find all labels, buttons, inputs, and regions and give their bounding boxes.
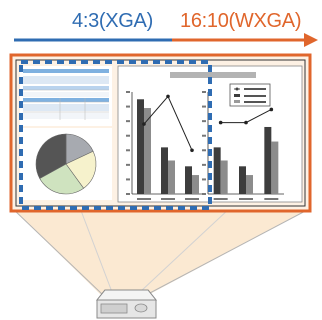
bar-chart-left xyxy=(126,91,204,200)
bar-chart-right xyxy=(202,91,284,200)
y-tick-label xyxy=(126,134,130,137)
pie-slice xyxy=(35,133,67,179)
bar xyxy=(144,108,151,194)
pie-slice xyxy=(39,163,85,195)
x-tick-label xyxy=(213,198,228,200)
y-tick-label xyxy=(202,193,206,195)
y-tick-label xyxy=(126,163,130,166)
y-tick-label xyxy=(202,149,206,152)
line-point xyxy=(142,122,146,126)
pie-slice xyxy=(65,150,97,189)
y-tick-label xyxy=(126,120,130,123)
document-panel xyxy=(20,66,112,126)
beam-edge-inner-right xyxy=(139,207,231,293)
bar xyxy=(185,166,192,194)
wxga-label: 16:10(WXGA) xyxy=(180,10,302,32)
line-point xyxy=(190,148,194,153)
y-tick-label xyxy=(202,134,206,137)
y-tick-label xyxy=(126,105,130,108)
arrow-right-icon xyxy=(304,33,318,47)
y-tick-label xyxy=(202,178,206,181)
y-tick-label xyxy=(202,163,206,166)
y-tick-label xyxy=(202,120,206,123)
bar xyxy=(192,175,199,194)
x-tick-label xyxy=(239,198,253,200)
bar xyxy=(220,160,228,194)
chart-title-bar xyxy=(170,72,256,78)
line-point xyxy=(269,107,274,112)
projector-icon xyxy=(95,289,158,319)
y-tick-label xyxy=(126,178,130,181)
chart-legend xyxy=(229,83,271,107)
pie-chart xyxy=(35,133,97,195)
beam-edge-inner-left xyxy=(79,207,113,293)
y-tick-label xyxy=(126,149,130,152)
beam-edge-right xyxy=(147,207,312,295)
bar xyxy=(271,141,279,194)
x-tick-label xyxy=(185,198,199,200)
bar xyxy=(161,147,168,194)
bar xyxy=(137,99,144,194)
y-tick-label xyxy=(126,91,130,93)
y-tick-label xyxy=(126,193,130,195)
bar xyxy=(264,126,272,194)
x-tick-label xyxy=(264,198,279,200)
bar xyxy=(168,160,175,194)
x-tick-label xyxy=(161,198,175,200)
y-tick-label xyxy=(202,91,206,93)
bar xyxy=(213,147,221,194)
bar xyxy=(239,166,246,194)
xga-label: 4:3(XGA) xyxy=(72,10,153,32)
x-tick-label xyxy=(137,198,151,200)
bar xyxy=(246,175,253,194)
line-point xyxy=(218,120,223,125)
line-point xyxy=(244,120,248,125)
beam-edge-left xyxy=(11,207,103,295)
line-point xyxy=(166,94,170,99)
projection-beam xyxy=(12,208,311,294)
y-tick-label xyxy=(202,105,206,108)
